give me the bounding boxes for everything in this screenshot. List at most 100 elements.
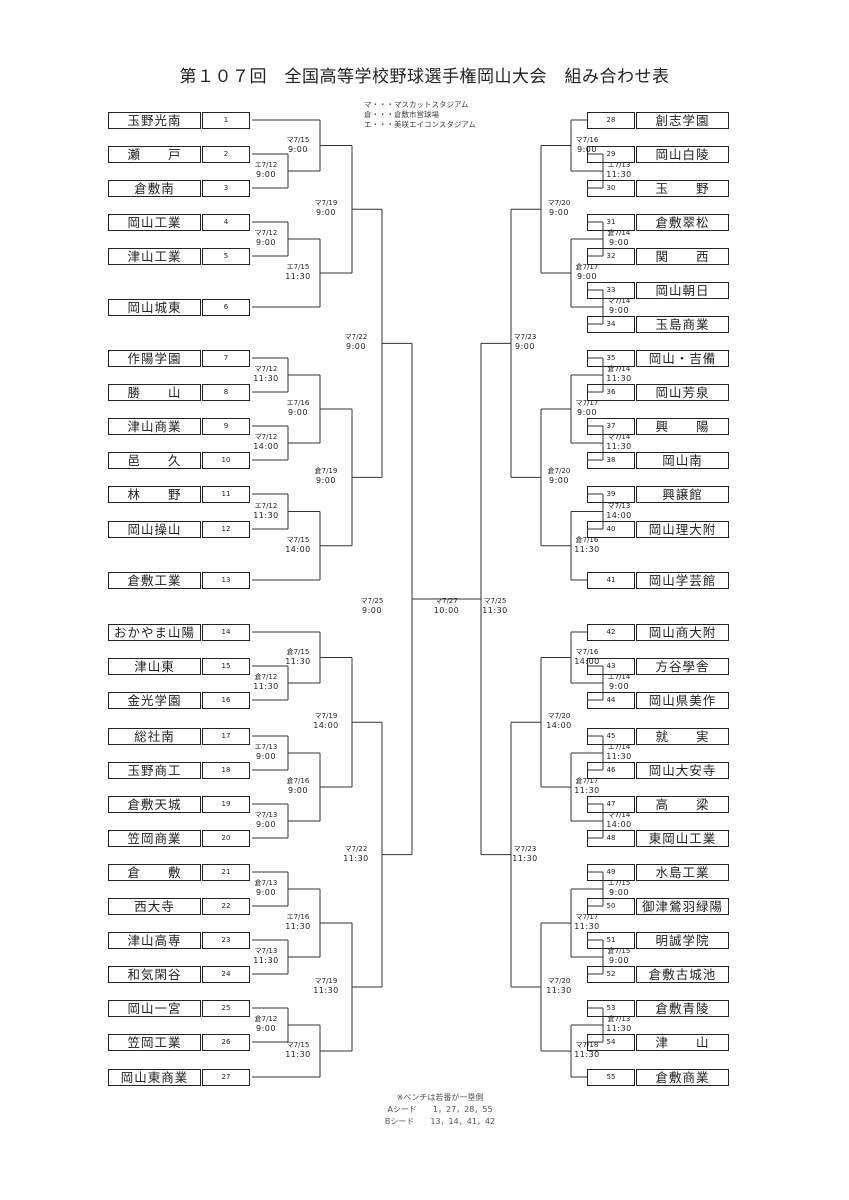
legend-line: 倉・・・倉敷市営球場 <box>364 110 439 119</box>
match-date: マ7/23 <box>513 333 537 342</box>
team-name: 興 陽 <box>636 418 729 435</box>
team-name: 西大寺 <box>108 898 201 915</box>
match-time: 11:30 <box>606 170 632 179</box>
team-name: 林 野 <box>108 486 201 503</box>
match-date: 倉7/17 <box>575 777 599 785</box>
team-number: 25 <box>202 1000 250 1017</box>
team-name: 関 西 <box>636 248 729 265</box>
match-time: 9:00 <box>256 170 276 179</box>
team-name: 岡山商大附 <box>636 624 729 641</box>
match-time: 9:00 <box>288 408 308 417</box>
match-time: 14:00 <box>606 820 632 829</box>
match-time: 9:00 <box>288 144 308 154</box>
team-name: 水島工業 <box>636 864 729 881</box>
team-number: 32 <box>587 248 635 265</box>
match-date: エ7/14 <box>607 673 631 681</box>
team-name: 岡山南 <box>636 452 729 469</box>
seed-a-note: Aシード 1，27，28，55 <box>387 1105 493 1114</box>
match-time: 11:30 <box>574 1050 600 1059</box>
match-time: 9:00 <box>515 342 535 352</box>
team-name: 総社南 <box>108 728 201 745</box>
team-name: 倉敷翠松 <box>636 214 729 231</box>
match-time: 9:00 <box>256 752 276 761</box>
match-date: エ7/13 <box>607 161 631 169</box>
team-name: 岡山・吉備 <box>636 350 729 367</box>
match-time: 11:30 <box>512 853 538 863</box>
match-date: 倉7/13 <box>607 1015 631 1023</box>
team-number: 54 <box>587 1034 635 1051</box>
match-date: 倉7/19 <box>314 467 338 476</box>
team-name: 岡山学芸館 <box>636 572 729 589</box>
team-number: 4 <box>202 214 250 231</box>
team-name: 倉敷天城 <box>108 796 201 813</box>
seed-notes: ※ベンチは若番が一塁側 Aシード 1，27，28，55 Bシード 13，14，4… <box>340 1092 540 1128</box>
team-number: 36 <box>587 384 635 401</box>
match-time: 11:30 <box>546 986 572 995</box>
match-date: 倉7/15 <box>286 647 310 656</box>
bench-note: ※ベンチは若番が一塁側 <box>396 1093 484 1102</box>
match-date: マ7/12 <box>254 365 278 373</box>
match-time: 9:00 <box>577 408 597 417</box>
team-number: 9 <box>202 418 250 435</box>
match-time: 11:30 <box>606 752 632 761</box>
match-date: マ7/25 <box>360 596 384 605</box>
team-name: 岡山県美作 <box>636 692 729 709</box>
match-date: マ7/15 <box>286 135 310 144</box>
match-date: 倉7/20 <box>547 467 571 476</box>
team-name: 作陽学園 <box>108 350 201 367</box>
team-number: 49 <box>587 864 635 881</box>
match-date: 倉7/16 <box>286 777 310 785</box>
match-date: マ7/23 <box>513 844 537 853</box>
legend-line: エ・・・美咲エイコンスタジアム <box>364 120 476 129</box>
team-name: 東岡山工業 <box>636 830 729 847</box>
team-name: 岡山東商業 <box>108 1069 201 1086</box>
team-number: 39 <box>587 486 635 503</box>
team-number: 2 <box>202 146 250 163</box>
team-number: 11 <box>202 486 250 503</box>
team-name: 瀬 戸 <box>108 146 201 163</box>
team-name: 玉島商業 <box>636 316 729 333</box>
team-name: 倉敷工業 <box>108 572 201 589</box>
team-number: 43 <box>587 658 635 675</box>
match-time: 14:00 <box>574 656 600 666</box>
team-name: 津山高専 <box>108 932 201 949</box>
match-time: 11:30 <box>285 272 311 281</box>
team-name: 津 山 <box>636 1034 729 1051</box>
match-date: マ7/22 <box>344 844 368 853</box>
team-number: 47 <box>587 796 635 813</box>
match-date: マ7/16 <box>575 647 599 656</box>
match-time: 9:00 <box>256 820 276 829</box>
